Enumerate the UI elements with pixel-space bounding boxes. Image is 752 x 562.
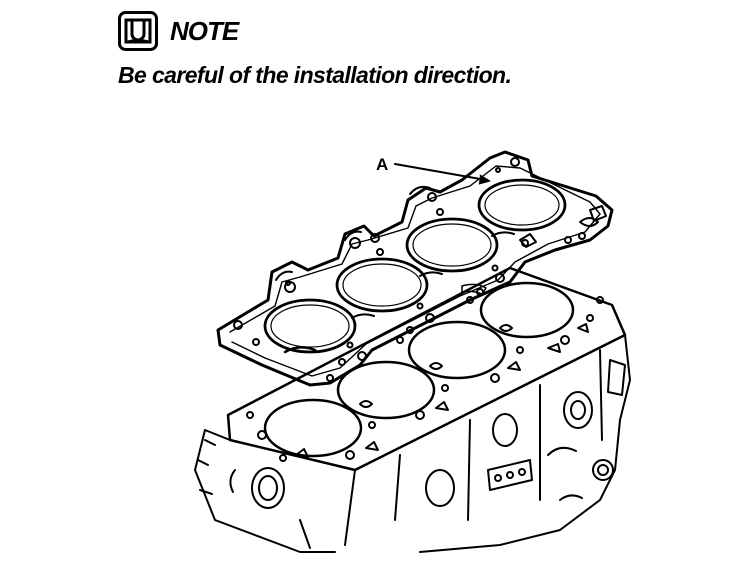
note-title: NOTE	[170, 15, 239, 46]
cylinder-block	[194, 266, 631, 553]
note-text: Be careful of the installation direction…	[118, 62, 512, 88]
note-book-icon	[118, 11, 158, 51]
note-header: NOTE	[118, 10, 239, 52]
cylinder-head-gasket	[216, 150, 614, 387]
callout-a: A	[376, 155, 491, 185]
callout-label-a: A	[376, 155, 388, 174]
